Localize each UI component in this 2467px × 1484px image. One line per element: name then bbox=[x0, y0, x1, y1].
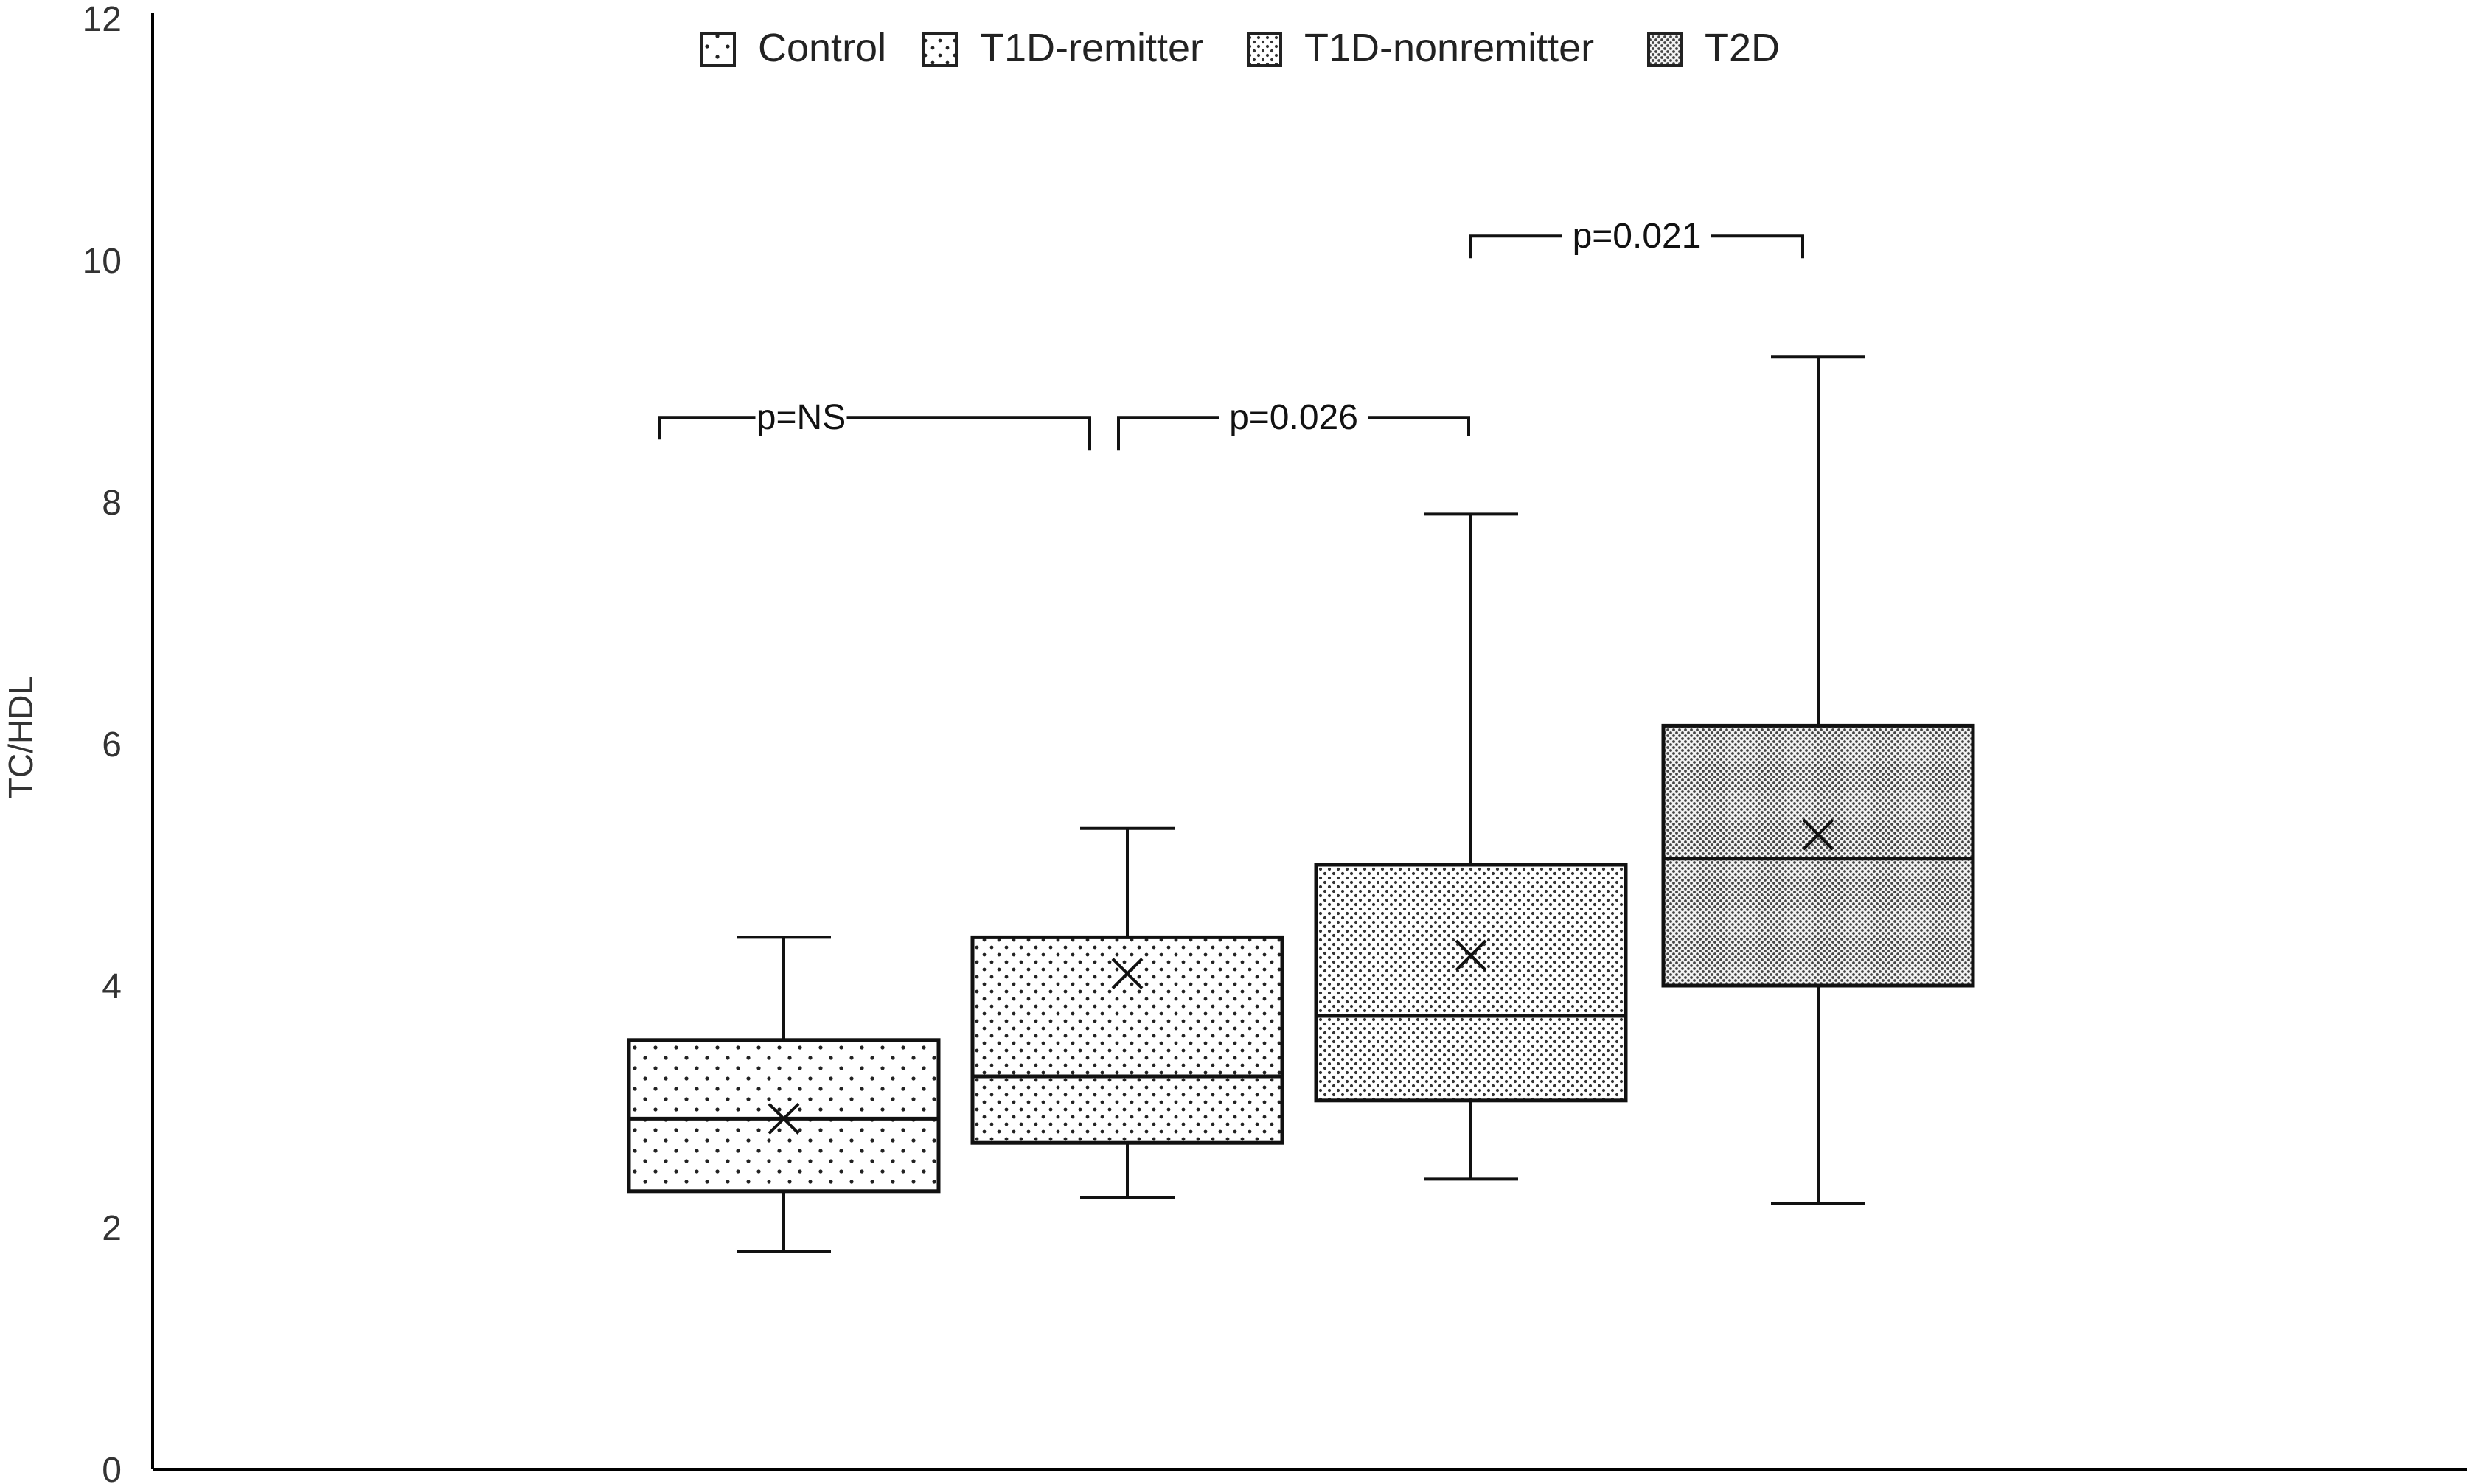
iqr-box bbox=[1661, 723, 1975, 988]
legend-label: T1D-remitter bbox=[980, 26, 1203, 70]
y-tick-label: 0 bbox=[102, 1451, 122, 1484]
box-t1d-nonremitter bbox=[1314, 512, 1628, 1181]
legend-swatch bbox=[700, 32, 736, 67]
box-series bbox=[627, 355, 1975, 1253]
y-axis: 0 2 4 6 8 10 12 bbox=[83, 0, 154, 1484]
iqr-box bbox=[970, 935, 1284, 1145]
y-tick-label: 8 bbox=[102, 484, 122, 523]
legend-label: T2D bbox=[1705, 26, 1780, 70]
iqr-box bbox=[627, 1038, 941, 1194]
mean-marker bbox=[1455, 939, 1487, 972]
significance-label: p=0.026 bbox=[1229, 398, 1358, 437]
box-control bbox=[627, 936, 941, 1253]
bracket-2: p=0.021 bbox=[1469, 217, 1804, 259]
bracket-line bbox=[1469, 234, 1804, 259]
legend-item-t1d-nonremitter: T1D-nonremitter bbox=[1247, 26, 1594, 70]
y-tick-label: 10 bbox=[83, 242, 122, 281]
y-axis-title: TC/HDL bbox=[1, 676, 40, 798]
legend-label: T1D-nonremitter bbox=[1304, 26, 1594, 70]
bracket-0: p=NS bbox=[658, 398, 1091, 451]
legend-swatch bbox=[1247, 32, 1282, 67]
mean-marker bbox=[1111, 958, 1144, 990]
y-tick-label: 6 bbox=[102, 725, 122, 764]
legend-swatch bbox=[1647, 32, 1683, 67]
y-tick-label: 12 bbox=[83, 0, 122, 39]
bracket-line bbox=[658, 416, 1091, 451]
significance-label: p=0.021 bbox=[1573, 217, 1702, 256]
bracket-line bbox=[1117, 416, 1470, 451]
legend: Control T1D-remitter T1D-nonremitter T2D bbox=[700, 26, 1780, 70]
box-t2d bbox=[1661, 355, 1975, 1205]
box-t1d-remitter bbox=[970, 826, 1284, 1199]
y-tick-label: 2 bbox=[102, 1209, 122, 1248]
mean-marker bbox=[768, 1102, 800, 1135]
legend-swatch bbox=[922, 32, 958, 67]
significance-annotations: p=NS p=0.026 p=0.021 bbox=[658, 217, 1804, 451]
mean-marker bbox=[1802, 818, 1834, 851]
iqr-box bbox=[1314, 863, 1628, 1103]
legend-label: Control bbox=[758, 26, 886, 70]
y-tick-label: 4 bbox=[102, 967, 122, 1006]
significance-label: p=NS bbox=[756, 398, 846, 437]
legend-item-control: Control bbox=[700, 26, 886, 70]
legend-item-t1d-remitter: T1D-remitter bbox=[922, 26, 1203, 70]
legend-item-t2d: T2D bbox=[1647, 26, 1780, 70]
bracket-1: p=0.026 bbox=[1117, 398, 1470, 451]
